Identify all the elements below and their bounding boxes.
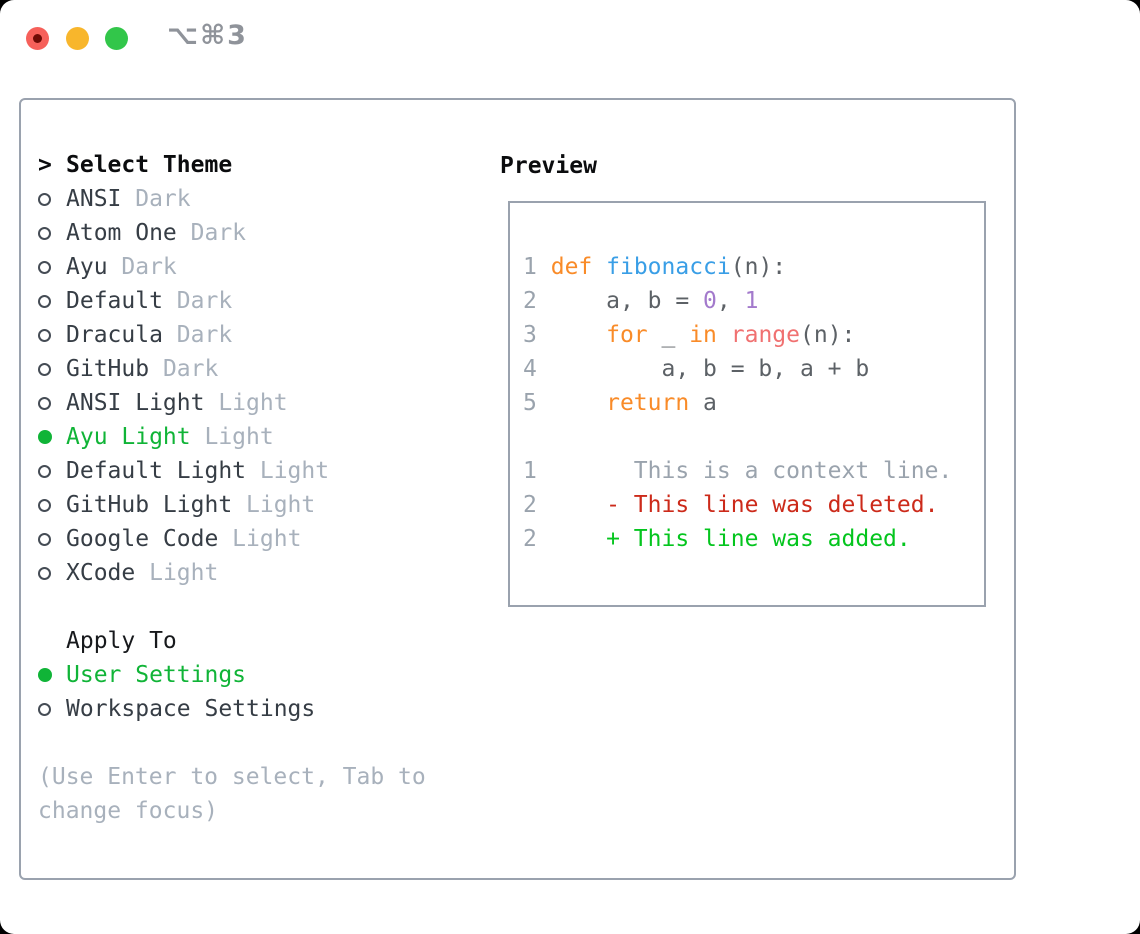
preview-line: 1 This is a context line. [523,458,953,484]
theme-option[interactable]: Ayu Dark [38,250,478,284]
preview-line: 2 - This line was deleted. [523,492,939,518]
radio-selected-icon [38,668,52,682]
radio-icon [38,328,51,342]
radio-icon [38,260,51,274]
theme-variant: Dark [121,186,191,212]
radio-icon [38,396,51,410]
theme-name: GitHub Light [66,492,233,518]
preview-line: 5 return a [523,390,717,416]
theme-option-label: ANSI Dark [66,182,191,216]
theme-variant: Light [204,390,288,416]
close-button[interactable] [26,27,49,50]
radio-icon [38,464,51,478]
theme-name: Google Code [66,526,219,552]
theme-option-label: Atom One Dark [66,216,246,250]
theme-variant: Light [232,492,316,518]
theme-option[interactable]: GitHub Dark [38,352,478,386]
apply-option[interactable]: User Settings [38,658,478,692]
preview-box: 1 def fibonacci(n): 2 a, b = 0, 1 3 for _ … [508,201,986,607]
radio-selected-icon [38,430,52,444]
theme-option-label: GitHub Light Light [66,488,315,522]
theme-option-label: Dracula Dark [66,318,232,352]
theme-variant: Dark [162,288,233,314]
minimize-button[interactable] [66,27,89,50]
radio-icon [38,294,51,308]
theme-option[interactable]: Default Dark [38,284,478,318]
theme-variant: Light [246,458,330,484]
theme-option-label: XCode Light [66,556,218,590]
theme-option-label: Google Code Light [66,522,301,556]
radio-icon [38,532,51,546]
preview-line [523,420,984,454]
theme-option[interactable]: Dracula Dark [38,318,478,352]
radio-icon [38,362,51,376]
theme-option[interactable]: XCode Light [38,556,478,590]
keyboard-hint: (Use Enter to select, Tab to change focu… [38,764,440,824]
spacer-row [38,590,478,624]
preview-line: 4 a, b = b, a + b [523,356,870,382]
theme-name: ANSI Light [66,390,205,416]
prompt-icon: > [38,152,52,178]
theme-option-label: Default Light Light [66,454,329,488]
preview-line: 2 a, b = 0, 1 [523,288,759,314]
preview-line: 3 for _ in range(n): [523,322,856,348]
radio-icon [38,566,51,580]
theme-name: ANSI [66,186,122,212]
apply-to-header-row: Apply To [38,624,478,658]
theme-option-label: GitHub Dark [66,352,218,386]
theme-variant: Light [218,526,302,552]
theme-variant: Light [135,560,219,586]
theme-option[interactable]: ANSI Dark [38,182,478,216]
preview-line: 2 + This line was added. [523,526,911,552]
titlebar: ⌥⌘3 [0,0,1140,98]
theme-name: Default [66,288,163,314]
theme-variant: Dark [162,322,233,348]
theme-name: Atom One [66,220,177,246]
theme-name: XCode [66,560,136,586]
theme-name: Default Light [66,458,247,484]
radio-icon [38,702,51,716]
apply-to-header: Apply To [66,628,177,654]
theme-option[interactable]: ANSI Light Light [38,386,478,420]
theme-option-label: ANSI Light Light [66,386,288,420]
theme-name: Dracula [66,322,163,348]
preview-line: 1 def fibonacci(n): [523,254,787,280]
theme-option[interactable]: GitHub Light Light [38,488,478,522]
radio-icon [38,226,51,240]
apply-option-label: Workspace Settings [66,696,316,722]
theme-option[interactable]: Google Code Light [38,522,478,556]
preview-title: Preview [500,153,597,179]
theme-variant: Dark [176,220,247,246]
maximize-button[interactable] [105,27,128,50]
theme-list-header-row: > Select Theme [38,148,478,182]
theme-option[interactable]: Default Light Light [38,454,478,488]
theme-option-label: Ayu Light Light [66,420,274,454]
theme-name: Ayu Light [66,424,191,450]
theme-variant: Dark [149,356,219,382]
radio-icon [38,498,51,512]
theme-variant: Dark [107,254,177,280]
theme-name: GitHub [66,356,150,382]
theme-option-label: Ayu Dark [66,250,177,284]
close-dot-icon [33,34,42,43]
theme-variant: Light [190,424,274,450]
radio-icon [38,192,51,206]
theme-option-label: Default Dark [66,284,232,318]
window-shortcut-label: ⌥⌘3 [167,20,248,51]
apply-option-label: User Settings [66,662,247,688]
theme-name: Ayu [66,254,108,280]
theme-list-header: Select Theme [66,152,233,178]
theme-option[interactable]: Ayu Light Light [38,420,478,454]
apply-option[interactable]: Workspace Settings [38,692,478,726]
theme-option[interactable]: Atom One Dark [38,216,478,250]
